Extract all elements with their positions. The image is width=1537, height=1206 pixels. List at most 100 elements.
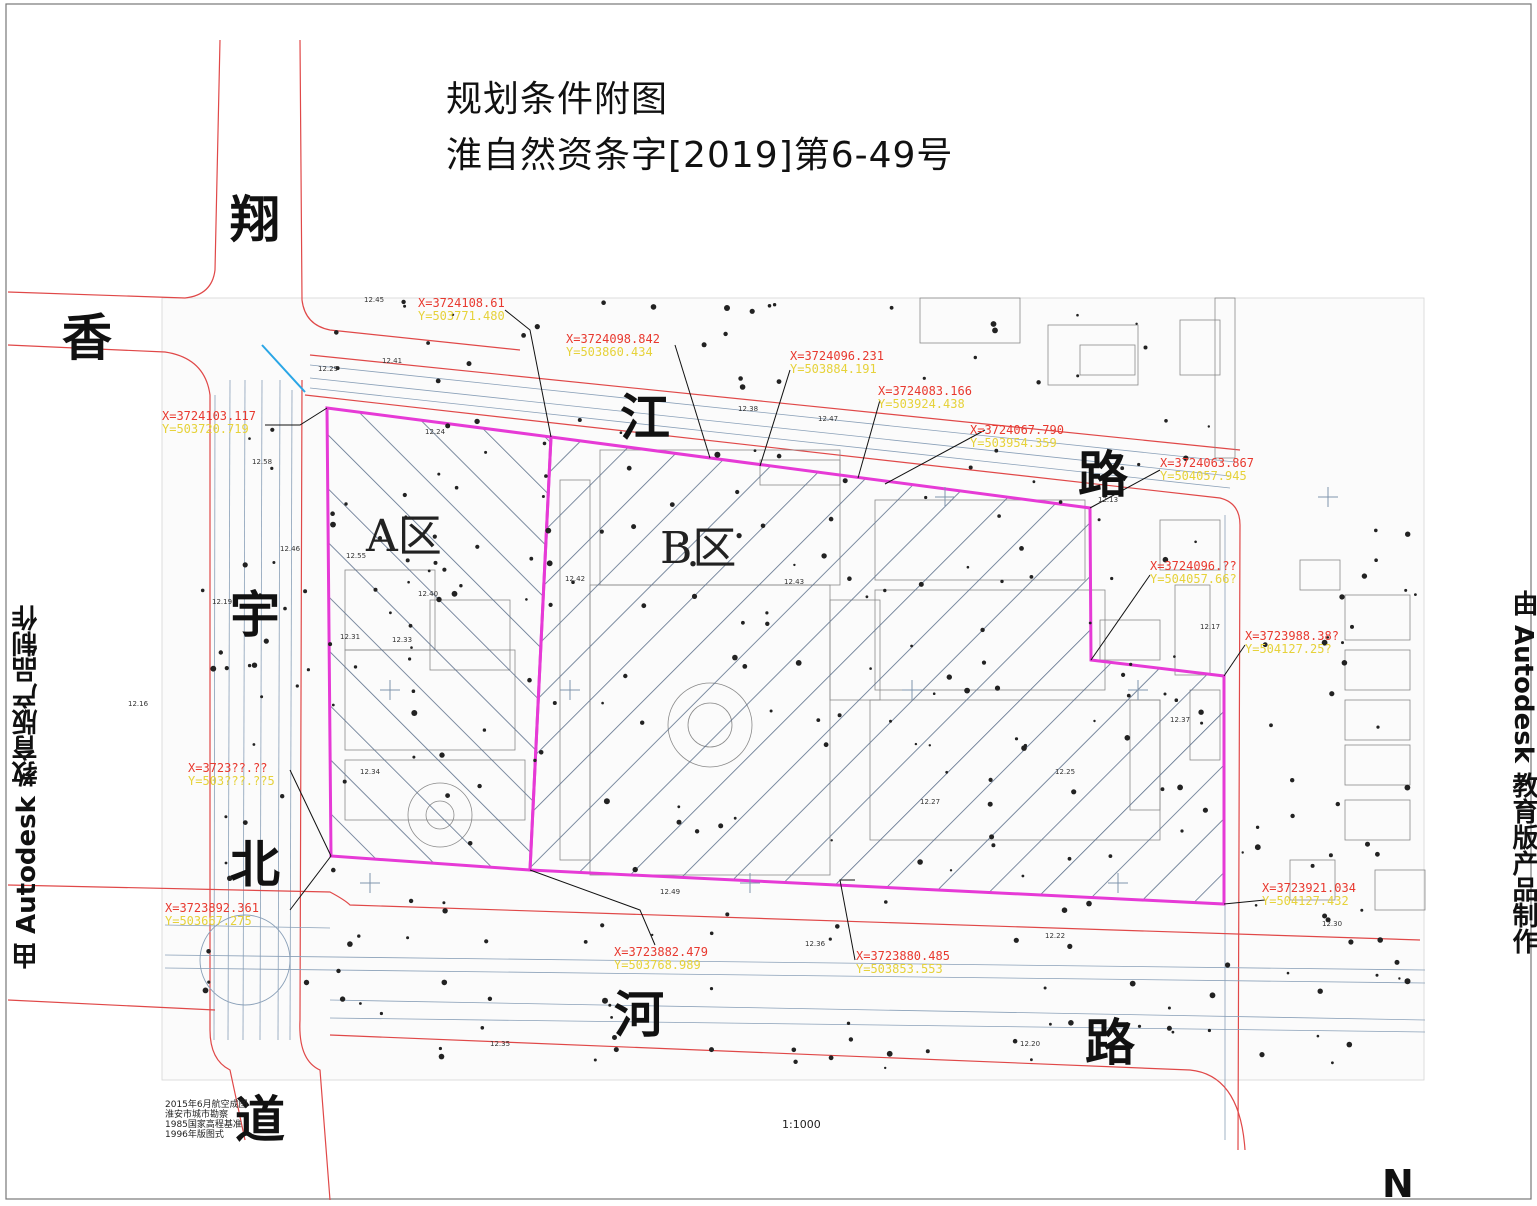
watermark-left: 由 Autodesk 教育版产品制作: [12, 605, 42, 970]
tree-dot: [1129, 980, 1136, 987]
tree-dot: [1019, 546, 1024, 551]
tree-dot: [408, 623, 413, 628]
tree-dot: [669, 502, 675, 507]
tree-dot: [600, 923, 605, 928]
tree-dot: [1068, 1020, 1074, 1026]
tree-dot: [793, 563, 796, 567]
tree-dot: [357, 934, 361, 938]
elevation-label: 12.47: [818, 415, 839, 423]
tree-dot: [835, 924, 840, 929]
tree-dot: [613, 1047, 619, 1053]
tree-dot: [432, 534, 437, 539]
tree-dots: [200, 299, 1417, 1070]
road-label-lu2-char: 路: [1085, 1013, 1135, 1072]
tree-dot: [359, 1002, 362, 1005]
tree-dot: [608, 1003, 612, 1007]
tree-dot: [846, 1021, 851, 1025]
tree-dot: [405, 558, 410, 563]
tree-dot: [1163, 692, 1167, 696]
tree-dot: [884, 900, 888, 904]
tree-dot: [828, 516, 834, 522]
tree-dot: [1405, 531, 1411, 537]
tree-dot: [690, 561, 696, 567]
tree-dot: [270, 427, 275, 432]
elevation-label: 12.34: [360, 768, 381, 776]
tree-dot: [373, 587, 378, 592]
tree-dot: [946, 674, 952, 680]
tree-dot: [1374, 558, 1378, 562]
tree-dot: [433, 560, 438, 565]
tree-dot: [733, 816, 737, 820]
tree-dot: [991, 843, 996, 848]
zone-a-hatch: [327, 408, 551, 870]
tree-dot: [1076, 313, 1079, 317]
tree-dot: [1325, 917, 1331, 923]
tree-dot: [847, 576, 852, 581]
coordinate-label: X=3724096.??Y=504057.66?: [1150, 559, 1237, 586]
road-label-xiang2-char: 香: [62, 308, 112, 367]
tree-dot: [736, 533, 742, 539]
tree-dot: [280, 794, 285, 799]
elevation-label: 12.38: [738, 405, 759, 413]
tree-dot: [1137, 462, 1141, 467]
tree-dot: [1329, 691, 1335, 697]
elevation-label: 12.16: [128, 700, 149, 708]
tree-dot: [571, 580, 575, 584]
tree-dot: [224, 861, 228, 865]
tree-dot: [224, 815, 228, 819]
tree-dot: [1290, 813, 1295, 819]
elevation-label: 12.24: [425, 428, 446, 436]
zone-a-label: A区: [366, 511, 442, 562]
tree-dot: [451, 590, 458, 597]
tree-dot: [623, 673, 628, 679]
tree-dot: [224, 666, 229, 671]
elevation-label: 12.46: [280, 545, 301, 553]
elevation-label: 12.45: [364, 296, 385, 304]
tree-dot: [753, 449, 757, 452]
tree-dot: [1180, 829, 1184, 833]
tree-dot: [331, 703, 335, 707]
road-label-bei-char: 北: [230, 835, 280, 894]
tree-dot: [218, 650, 223, 655]
tree-dot: [1021, 745, 1027, 751]
tree-dot: [738, 376, 743, 381]
tree-dot: [210, 665, 217, 672]
tree-dot: [541, 495, 545, 498]
tree-dot: [723, 331, 728, 337]
tree-dot: [1173, 655, 1176, 658]
tree-dot: [1164, 419, 1168, 423]
tree-dot: [407, 580, 410, 584]
tree-dot: [765, 621, 770, 626]
hehe-road-inner: [164, 924, 1426, 1033]
tree-dot: [1259, 1052, 1265, 1058]
tree-dot: [1120, 466, 1125, 471]
tree-dot: [202, 987, 209, 994]
tree-dot: [714, 451, 721, 458]
tree-dot: [1262, 642, 1268, 648]
survey-crosses: [360, 487, 1338, 893]
blue-line: [261, 344, 306, 393]
tree-dot: [619, 431, 623, 435]
tree-dot: [997, 514, 1001, 518]
tree-dot: [593, 1058, 597, 1062]
tree-dot: [477, 783, 482, 789]
tree-dot: [917, 859, 923, 865]
tree-dot: [1202, 807, 1208, 813]
elevation-label: 12.41: [382, 357, 403, 365]
tree-dot: [884, 1066, 887, 1070]
tree-dot: [603, 798, 610, 805]
elevation-label: 12.13: [1098, 496, 1119, 504]
tree-dot: [964, 687, 970, 694]
tree-dot: [258, 593, 262, 597]
tree-dot: [1209, 992, 1216, 999]
tree-dot: [1043, 986, 1047, 990]
tree-dot: [1404, 588, 1408, 592]
elevation-label: 12.55: [346, 552, 367, 560]
elevation-label: 12.20: [1020, 1040, 1041, 1048]
tree-dot: [928, 744, 931, 747]
tree-dot: [1346, 1041, 1353, 1048]
tree-dot: [1121, 672, 1126, 678]
